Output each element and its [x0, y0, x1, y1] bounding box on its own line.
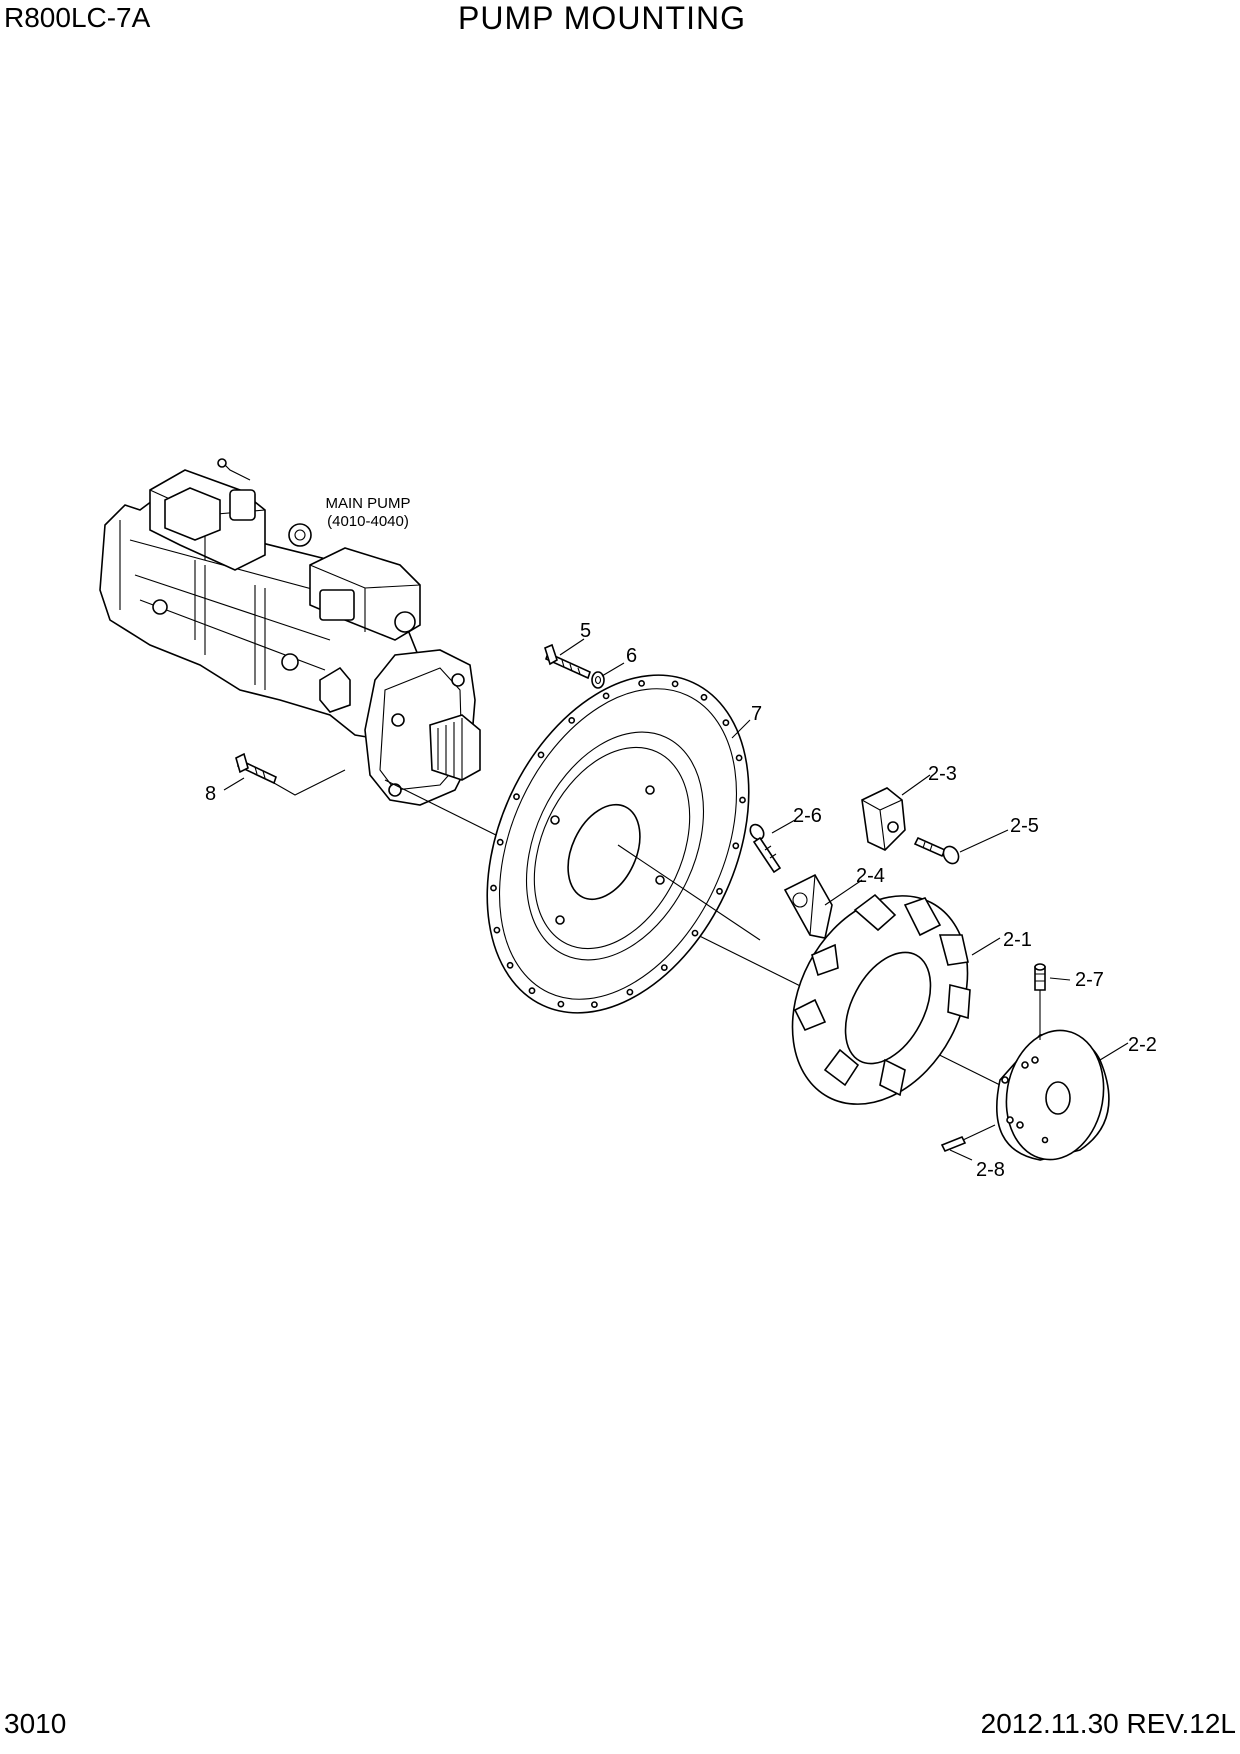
bolt-hole	[626, 988, 634, 996]
coupling-element-part-2-1	[791, 893, 971, 1105]
washer-part-6	[591, 671, 605, 689]
flywheel-housing-part-7	[486, 674, 761, 1014]
callout-2-2: 2-2	[1128, 1034, 1157, 1056]
bolt-hole	[528, 987, 536, 995]
bolt-hole	[490, 884, 497, 892]
bolt-hole	[722, 719, 730, 727]
bolt-part-2-6	[749, 823, 782, 874]
bolt-hole	[691, 929, 699, 937]
mounting-hole	[555, 915, 565, 925]
main-pump-label: MAIN PUMP	[325, 495, 410, 512]
bolt-hole	[602, 692, 610, 700]
leader-lines	[223, 638, 1129, 1161]
flywheel-housing-bolt-holes	[490, 680, 746, 1008]
clamp-part-2-3	[861, 787, 906, 851]
bolt-part-5	[544, 643, 591, 680]
callout-6: 6	[626, 645, 637, 667]
pin-part-2-8	[940, 1124, 996, 1153]
callout-7: 7	[751, 703, 762, 725]
bolt-hole	[700, 693, 708, 701]
bolt-hole	[638, 680, 645, 687]
page-title: PUMP MOUNTING	[458, 0, 746, 36]
bolt-hole	[537, 751, 545, 759]
bolt-hole	[493, 926, 501, 934]
bolt-hole	[496, 838, 504, 846]
bolt-hole	[739, 796, 746, 804]
bolt-hole	[735, 754, 743, 762]
callout-2-7: 2-7	[1075, 969, 1104, 991]
callout-5: 5	[580, 620, 591, 642]
bolt-part-2-5	[913, 836, 960, 865]
bolt-hole	[732, 842, 740, 850]
block-part-2-4	[783, 873, 833, 939]
callout-2-3: 2-3	[928, 763, 957, 785]
bolt-hole	[671, 680, 679, 688]
bolt-hole	[506, 961, 514, 969]
bolt-hole	[513, 793, 520, 801]
hub-part-2-2	[996, 1029, 1110, 1161]
main-pump-range: (4010-4040)	[327, 513, 409, 530]
callout-2-5: 2-5	[1010, 815, 1039, 837]
revision-info: 2012.11.30 REV.12L	[980, 1708, 1236, 1739]
bolt-hole	[660, 964, 668, 971]
mounting-hole	[655, 875, 665, 885]
bolt-hole	[568, 717, 576, 724]
mounting-hole	[550, 815, 560, 825]
mounting-hole	[645, 785, 655, 795]
main-pump-drawing	[99, 458, 481, 806]
callout-8: 8	[205, 783, 216, 805]
bolt-hole	[557, 1000, 565, 1008]
callout-2-6: 2-6	[793, 805, 822, 827]
page-number: 3010	[4, 1708, 67, 1739]
callout-2-1: 2-1	[1003, 929, 1032, 951]
callout-2-8: 2-8	[976, 1159, 1005, 1181]
bolt-hole	[716, 887, 723, 895]
set-screw-part-2-7	[1034, 963, 1046, 1040]
model-number: R800LC-7A	[4, 2, 151, 33]
bolt-hole	[591, 1001, 598, 1008]
callout-2-4: 2-4	[856, 865, 885, 887]
